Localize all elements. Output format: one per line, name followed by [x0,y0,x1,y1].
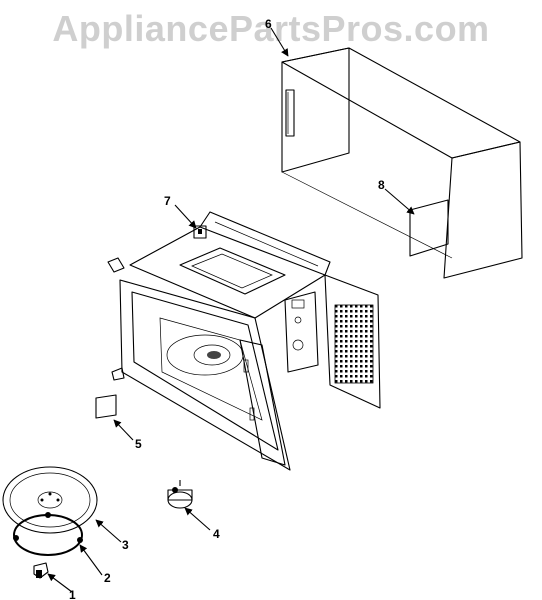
coupler-part [33,562,49,579]
callout-4: 4 [213,527,220,541]
roller-ring-part [13,512,83,556]
outer-cabinet-part [281,47,523,279]
callout-8: 8 [378,178,385,192]
cover-panel-part [409,199,449,257]
callout-2: 2 [104,571,111,585]
callout-3: 3 [122,538,129,552]
label-plate-part [95,394,117,419]
glass-tray-part [2,466,98,534]
leader-lines [47,27,415,593]
oven-cavity-assembly [107,211,381,471]
callout-1: 1 [69,588,76,600]
callout-6: 6 [265,17,272,31]
small-bracket-part [193,225,207,239]
callout-5: 5 [135,437,142,451]
motor-part [167,480,193,509]
callout-7: 7 [164,194,171,208]
